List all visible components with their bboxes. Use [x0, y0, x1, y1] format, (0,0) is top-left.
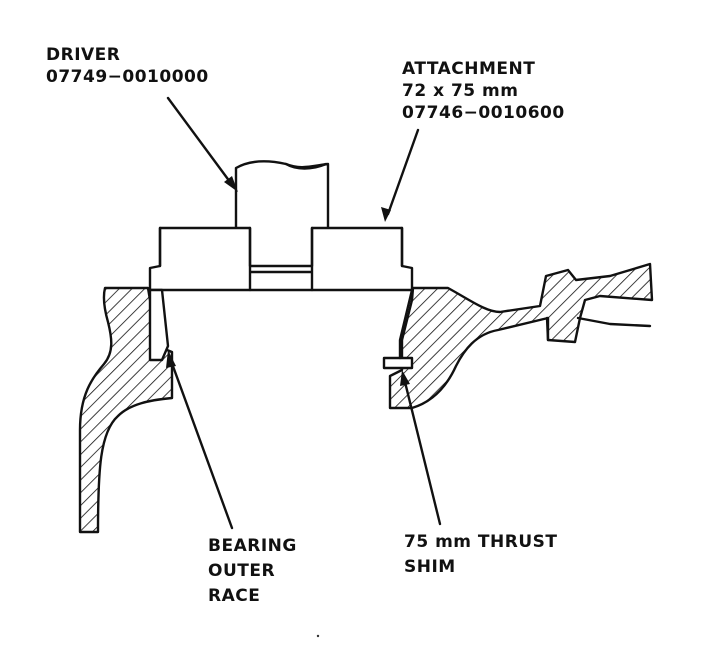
driver-leader-line: [166, 96, 235, 188]
bearing-outer-race-shape: [148, 288, 170, 362]
attachment-size: 72 x 75 mm: [402, 81, 519, 101]
bearing-line1: BEARING: [208, 536, 297, 556]
stray-mark: [316, 634, 320, 638]
attachment-arrowhead: [381, 207, 391, 222]
right-bore-taper: [398, 288, 414, 360]
attachment-bridge-lines: [158, 226, 404, 292]
driver-label: DRIVER 07749−0010000: [46, 44, 209, 88]
bearing-leader-line: [168, 356, 234, 530]
bearing-line2: OUTER: [208, 561, 276, 581]
driver-shaft-break: [284, 162, 328, 170]
driver-part-number: 07749−0010000: [46, 67, 209, 87]
driver-shaft: [234, 160, 330, 230]
attachment-leader-line: [386, 128, 420, 216]
hub-inner-outline: [545, 316, 652, 342]
bearing-line3: RACE: [208, 586, 261, 606]
attachment-label: ATTACHMENT 72 x 75 mm 07746−0010600: [402, 58, 565, 124]
bearing-arrowhead: [166, 350, 176, 368]
attachment-part-number: 07746−0010600: [402, 103, 565, 123]
right-housing-section: [388, 262, 654, 410]
shim-label: 75 mm THRUST SHIM: [404, 530, 557, 580]
driver-name: DRIVER: [46, 45, 121, 65]
shim-line1: 75 mm THRUST: [404, 532, 558, 552]
shim-arrowhead: [400, 370, 410, 386]
shim-line2: SHIM: [404, 557, 456, 577]
attachment-body: [148, 226, 414, 292]
attachment-name: ATTACHMENT: [402, 59, 536, 79]
bearing-label: BEARING OUTER RACE: [208, 534, 297, 609]
thrust-shim-shape: [382, 356, 414, 370]
shim-leader-line: [402, 376, 442, 526]
driver-arrowhead: [224, 176, 238, 192]
